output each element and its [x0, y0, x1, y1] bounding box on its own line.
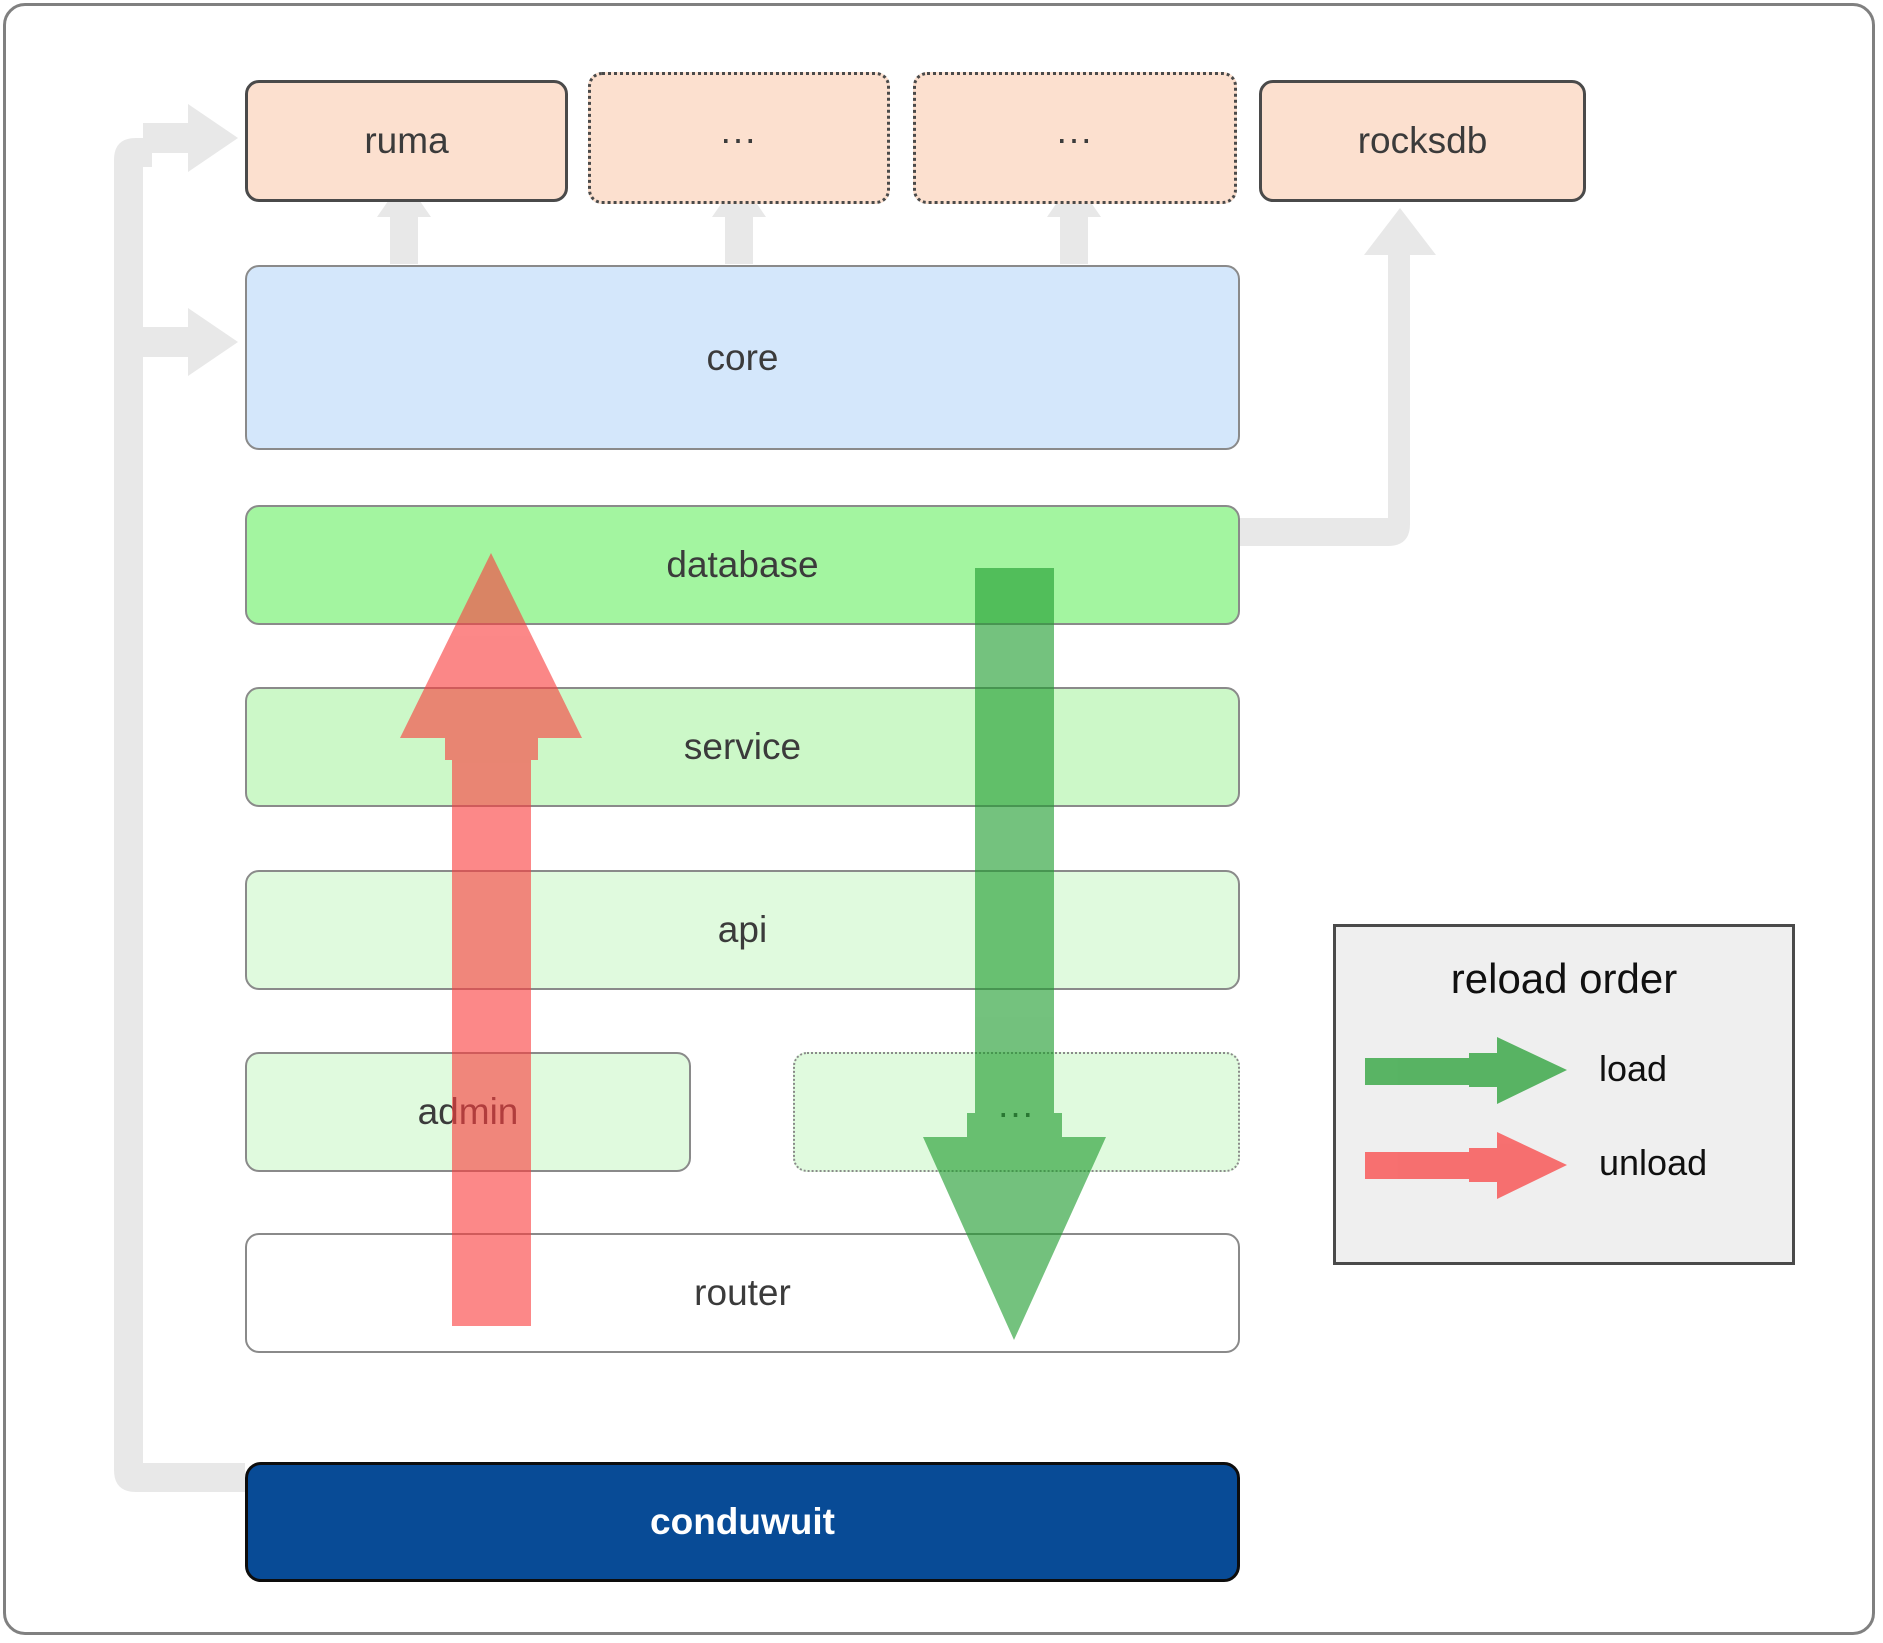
node-admin-label: admin: [417, 1091, 519, 1132]
legend-label-unload: unload: [1599, 1142, 1708, 1183]
node-extra-label: ...: [998, 1083, 1035, 1125]
node-rocksdb-label: rocksdb: [1357, 120, 1488, 161]
node-conduwuit-label: conduwuit: [650, 1501, 835, 1542]
node-database-label: database: [666, 544, 819, 585]
node-dots-2[interactable]: ...: [913, 72, 1237, 204]
node-api-label: api: [717, 909, 768, 950]
legend-load-arrow: [1365, 1037, 1567, 1104]
node-extra[interactable]: ...: [793, 1052, 1240, 1172]
node-service-label: service: [683, 726, 802, 767]
node-service[interactable]: service: [245, 687, 1240, 807]
node-ruma[interactable]: ruma: [245, 80, 568, 202]
node-core-label: core: [706, 336, 779, 378]
legend-title: reload order: [1450, 955, 1678, 1002]
node-ruma-label: ruma: [364, 120, 449, 161]
legend-arrow-graphics: [1365, 1037, 1567, 1199]
legend-unload-arrow: [1365, 1132, 1567, 1199]
node-admin[interactable]: admin: [245, 1052, 691, 1172]
node-router[interactable]: router: [245, 1233, 1240, 1353]
node-dots-2-label: ...: [1056, 109, 1094, 151]
node-router-label: router: [694, 1272, 791, 1313]
node-database[interactable]: database: [245, 505, 1240, 625]
legend-panel: reload order load unload: [1333, 924, 1795, 1265]
node-dots-1-label: ...: [720, 109, 758, 151]
node-rocksdb[interactable]: rocksdb: [1259, 80, 1586, 202]
node-api[interactable]: api: [245, 870, 1240, 990]
node-conduwuit[interactable]: conduwuit: [245, 1462, 1240, 1582]
legend-label-load: load: [1599, 1048, 1668, 1089]
diagram-frame: [3, 3, 1875, 1635]
node-dots-1[interactable]: ...: [588, 72, 890, 204]
node-core[interactable]: core: [245, 265, 1240, 450]
